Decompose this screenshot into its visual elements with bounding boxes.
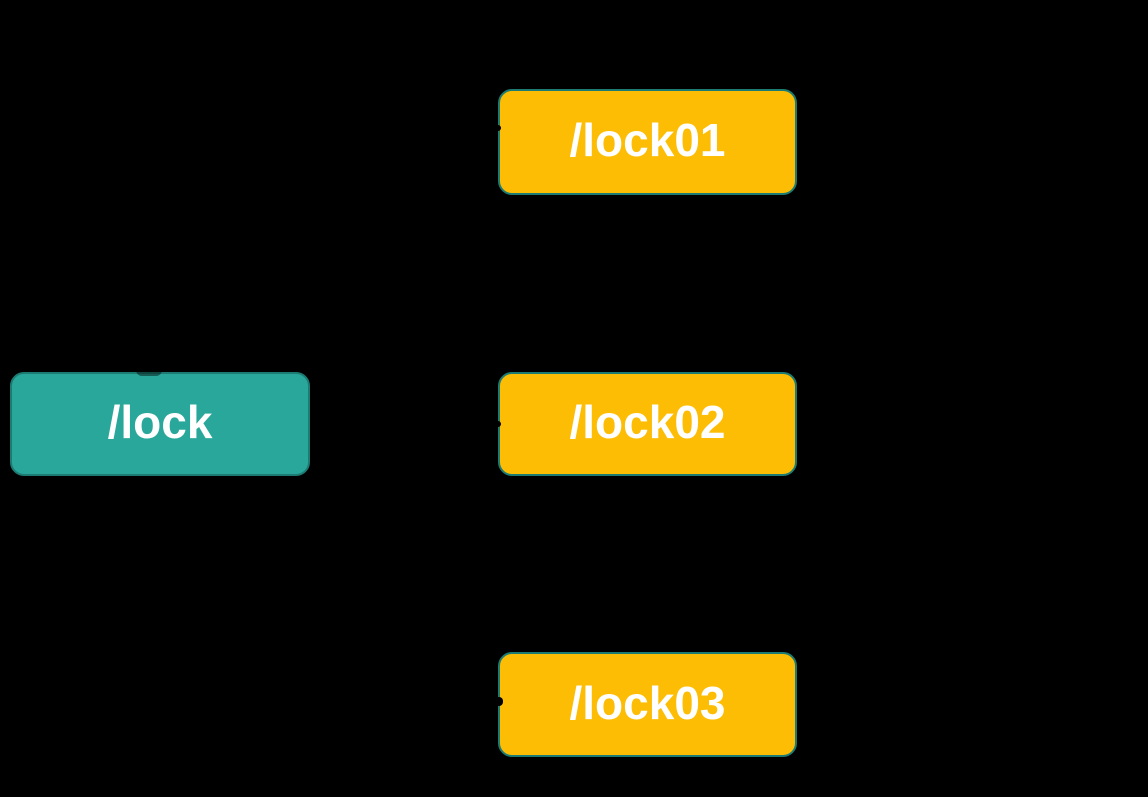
node-lock03-label: /lock03: [569, 676, 726, 729]
node-lock-label: /lock: [107, 396, 213, 448]
edge-arrowhead-icon: [487, 697, 503, 706]
node-lock02-label: /lock02: [569, 396, 726, 448]
edge-arrowhead-icon: [489, 125, 501, 131]
edge-arrowhead-icon: [136, 370, 162, 376]
node-lock: /lock: [10, 372, 310, 476]
node-lock02: /lock02: [498, 372, 797, 476]
node-lock01-label: /lock01: [569, 114, 726, 166]
edge-arrowhead-icon: [489, 421, 501, 427]
node-lock01: /lock01: [498, 89, 797, 195]
node-lock03: /lock03: [498, 652, 797, 757]
